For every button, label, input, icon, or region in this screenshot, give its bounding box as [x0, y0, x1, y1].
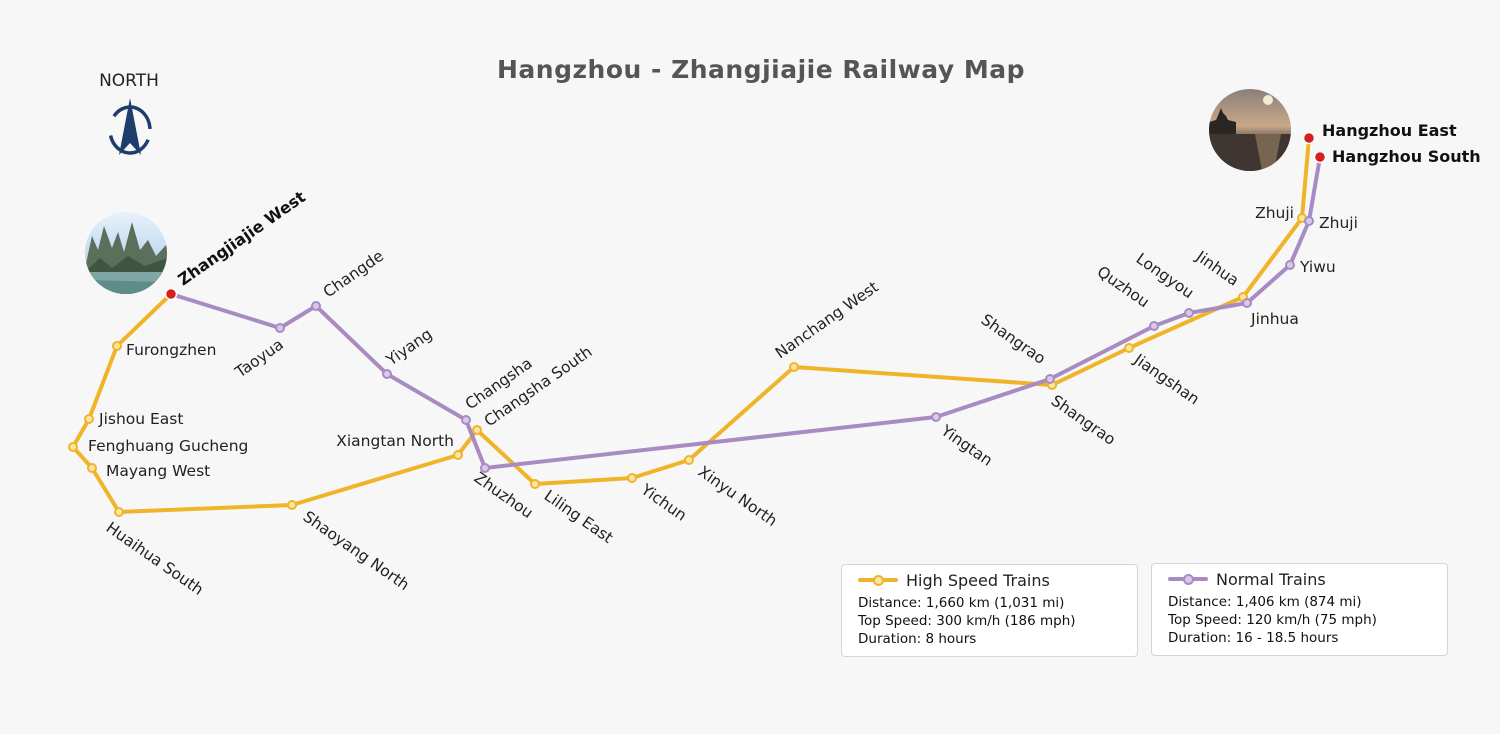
station-dot-high_speed-xinyu-north: [684, 455, 694, 465]
hangzhou-photo: [1209, 89, 1291, 171]
compass-needle-icon: [108, 98, 152, 155]
map-title: Hangzhou - Zhangjiajie Railway Map: [497, 55, 1025, 84]
station-label-high_speed-jishou-east: Jishou East: [98, 410, 183, 428]
normal-route-line: [169, 155, 1322, 470]
station-label-high_speed-zhuji: Zhuji: [1255, 204, 1294, 222]
legend-high-speed-top-speed: Top Speed: 300 km/h (186 mph): [858, 613, 1076, 629]
station-label-high_speed-jinhua: Jinhua: [1192, 247, 1242, 290]
station-dot-high_speed-liling-east: [530, 479, 540, 489]
station-label-normal-yingtan: Yingtan: [937, 421, 996, 470]
legend-normal-distance: Distance: 1,406 km (874 mi): [1168, 594, 1362, 610]
station-label-high_speed-zhangjiajie-west: Zhangjiajie West: [174, 187, 309, 289]
station-dot-high_speed-jiangshan: [1124, 343, 1134, 353]
station-label-high_speed-mayang-west: Mayang West: [106, 462, 210, 480]
station-label-high_speed-huaihua-south: Huaihua South: [103, 519, 207, 599]
station-dot-high_speed-zhangjiajie-west: [164, 287, 178, 301]
station-label-high_speed-xinyu-north: Xinyu North: [695, 463, 781, 531]
routes-layer: [71, 136, 1322, 514]
high-speed-route-line: [71, 136, 1311, 514]
station-dot-high_speed-yichun: [627, 473, 637, 483]
station-dot-high_speed-hangzhou-east: [1302, 131, 1316, 145]
station-dot-normal-jinhua: [1242, 298, 1252, 308]
station-dot-high_speed-xiangtan-north: [453, 450, 463, 460]
legend-normal-duration: Duration: 16 - 18.5 hours: [1168, 630, 1339, 646]
station-dot-high_speed-huaihua-south: [114, 507, 124, 517]
station-dot-high_speed-fenghuang-gucheng: [68, 442, 78, 452]
station-label-high_speed-fenghuang-gucheng: Fenghuang Gucheng: [88, 437, 248, 455]
station-label-normal-hangzhou-south: Hangzhou South: [1332, 147, 1481, 166]
legend-normal-top-speed: Top Speed: 120 km/h (75 mph): [1168, 612, 1377, 628]
station-dot-high_speed-furongzhen: [112, 341, 122, 351]
station-dot-normal-shangrao: [1045, 374, 1055, 384]
station-label-normal-jinhua: Jinhua: [1250, 310, 1299, 328]
station-dot-normal-yingtan: [931, 412, 941, 422]
high-speed-swatch-icon: [858, 574, 898, 586]
legend-high-speed-distance: Distance: 1,660 km (1,031 mi): [858, 595, 1065, 611]
legend-normal-name: Normal Trains: [1216, 569, 1326, 589]
station-label-high_speed-xiangtan-north: Xiangtan North: [336, 432, 454, 450]
legend-high-speed: High Speed Trains Distance: 1,660 km (1,…: [841, 564, 1138, 657]
station-dot-normal-yiwu: [1285, 260, 1295, 270]
station-dot-normal-changsha: [461, 415, 471, 425]
station-dot-normal-yiyang: [382, 369, 392, 379]
station-label-normal-changde: Changde: [320, 247, 387, 301]
station-label-high_speed-liling-east: Liling East: [541, 487, 617, 547]
station-dot-normal-changde: [311, 301, 321, 311]
legend-normal: Normal Trains Distance: 1,406 km (874 mi…: [1151, 563, 1448, 656]
station-dot-high_speed-jishou-east: [84, 414, 94, 424]
station-label-normal-shangrao: Shangrao: [978, 311, 1049, 368]
station-dot-normal-taoyua: [275, 323, 285, 333]
zhangjiajie-photo: [85, 212, 167, 294]
north-label: NORTH: [99, 71, 159, 91]
station-label-normal-yiyang: Yiyang: [382, 325, 435, 370]
station-label-high_speed-yichun: Yichun: [637, 480, 690, 525]
station-dot-high_speed-nanchang-west: [789, 362, 799, 372]
station-dot-normal-zhuzhou: [480, 463, 490, 473]
station-label-normal-yiwu: Yiwu: [1299, 258, 1336, 276]
station-label-high_speed-shaoyang-north: Shaoyang North: [300, 508, 413, 595]
station-dot-normal-longyou: [1184, 308, 1194, 318]
station-label-high_speed-shangrao: Shangrao: [1048, 392, 1119, 449]
station-dot-normal-hangzhou-south: [1313, 150, 1327, 164]
station-dot-normal-quzhou: [1149, 321, 1159, 331]
stations-layer: [68, 131, 1327, 517]
station-label-high_speed-hangzhou-east: Hangzhou East: [1322, 121, 1457, 140]
station-label-high_speed-jiangshan: Jiangshan: [1130, 350, 1203, 408]
station-label-normal-zhuji: Zhuji: [1319, 214, 1358, 232]
legend-high-speed-duration: Duration: 8 hours: [858, 631, 977, 647]
station-dot-high_speed-changsha-south: [472, 425, 482, 435]
legend-high-speed-name: High Speed Trains: [906, 570, 1050, 590]
normal-swatch-icon: [1168, 573, 1208, 585]
north-arrow: NORTH: [99, 71, 159, 155]
station-label-high_speed-furongzhen: Furongzhen: [126, 341, 216, 359]
station-dot-normal-zhuji: [1304, 216, 1314, 226]
station-dot-high_speed-mayang-west: [87, 463, 97, 473]
station-label-high_speed-nanchang-west: Nanchang West: [772, 278, 882, 362]
station-dot-high_speed-shaoyang-north: [287, 500, 297, 510]
station-label-normal-taoyua: Taoyua: [231, 335, 287, 382]
